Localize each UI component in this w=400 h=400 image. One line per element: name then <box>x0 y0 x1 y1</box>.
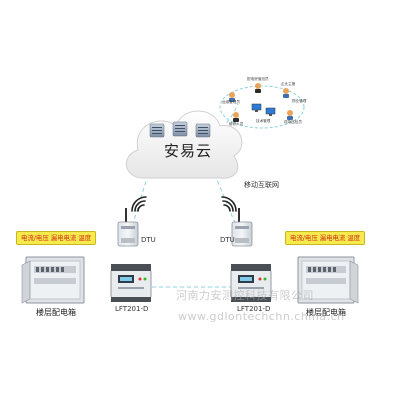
dtu-icon <box>231 208 253 247</box>
panel-caption: 楼层配电箱 <box>36 308 76 317</box>
device-label: LFT201-D <box>115 305 149 313</box>
monitor-icon <box>251 103 276 116</box>
user-label: 技术管理 <box>256 119 271 123</box>
distribution-cabinet-icon <box>21 256 85 304</box>
user-label: 企业主管 <box>281 82 296 86</box>
user-avatar-icon <box>229 83 293 122</box>
wifi-signal-icon <box>131 196 237 212</box>
lft201-module-icon <box>230 264 272 302</box>
measurement-tag: 电流/电压 漏电电流 温度 <box>16 231 97 246</box>
distribution-cabinet-icon <box>297 256 359 304</box>
user-network <box>219 83 305 129</box>
user-label: 维修人员 <box>229 122 244 126</box>
user-label: 现场巡检员 <box>284 120 302 124</box>
dtu-label: DTU <box>141 236 156 244</box>
link-cloud-right-dtu <box>211 167 239 231</box>
user-label: 配电房值班员 <box>247 77 269 81</box>
lft201-module-icon <box>110 264 152 302</box>
server-icon <box>149 121 211 138</box>
watermark-url: www.gdlontechchn.china.cn <box>178 310 345 323</box>
user-label: 物业管理 <box>292 99 307 103</box>
cloud-title: 安易云 <box>163 142 212 160</box>
dtu-icon <box>117 208 139 247</box>
measurement-tag: 电流/电压 漏电电流 温度 <box>285 231 366 246</box>
device-label: LFT201-D <box>237 305 271 313</box>
network-label: 移动互联网 <box>244 181 279 189</box>
user-label: 运维管理员 <box>222 100 240 104</box>
dtu-label: DTU <box>220 236 235 244</box>
panel-caption: 楼层配电箱 <box>306 308 346 317</box>
watermark-company: 河南力安测控科技有限公司 <box>176 289 314 302</box>
